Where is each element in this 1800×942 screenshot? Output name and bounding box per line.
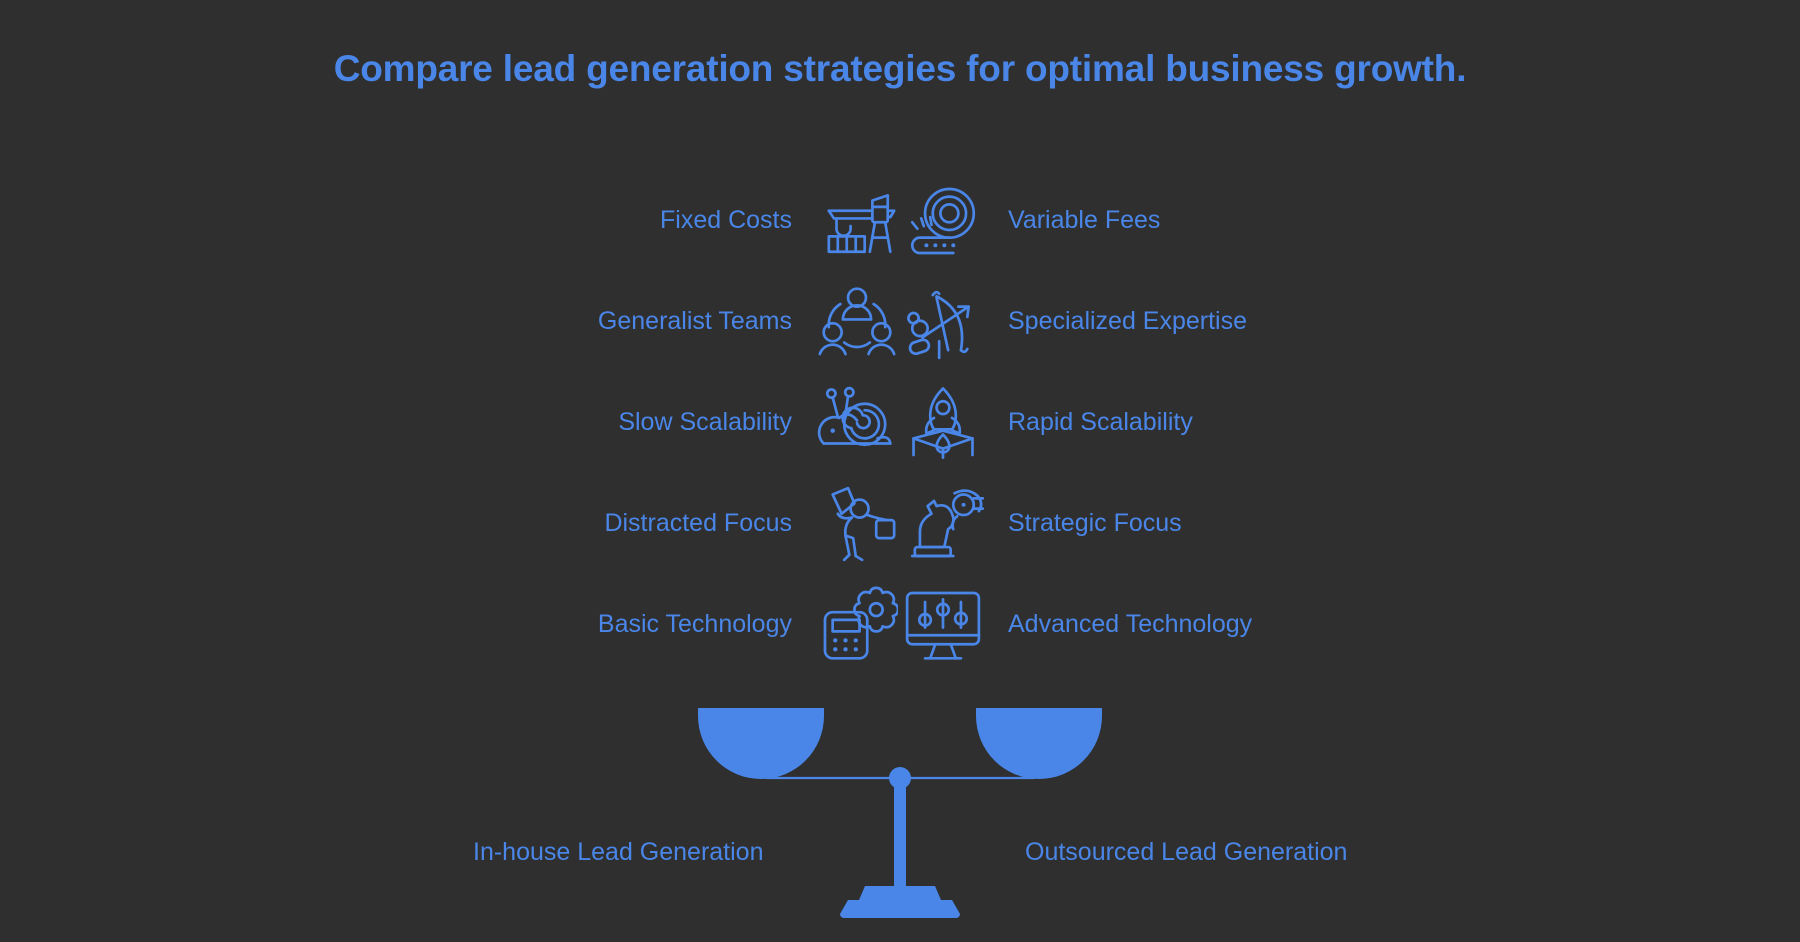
comparison-row: Slow Scalability [0, 372, 1800, 473]
measuring-tape-icon [900, 178, 986, 264]
comparison-rows: Fixed Costs [0, 170, 1800, 675]
comparison-row-left: Generalist Teams [400, 279, 900, 365]
comparison-row: Fixed Costs [0, 170, 1800, 271]
chess-knight-icon [900, 481, 986, 567]
comparison-right-label: Strategic Focus [1008, 509, 1182, 537]
snail-icon [814, 380, 900, 466]
comparison-row: Basic Technology [0, 574, 1800, 675]
crane-icon [814, 178, 900, 264]
comparison-left-label: Basic Technology [597, 610, 792, 638]
comparison-row-right: Strategic Focus [900, 481, 1400, 567]
page-title: Compare lead generation strategies for o… [333, 48, 1467, 89]
team-group-icon [814, 279, 900, 365]
comparison-row-left: Fixed Costs [400, 178, 900, 264]
comparison-row-right: Specialized Expertise [900, 279, 1400, 365]
comparison-row-left: Distracted Focus [400, 481, 900, 567]
rocket-launch-icon [900, 380, 986, 466]
juggling-person-icon [814, 481, 900, 567]
comparison-right-label: Rapid Scalability [1008, 408, 1193, 436]
comparison-left-label: Generalist Teams [597, 307, 792, 335]
comparison-row: Generalist Teams [0, 271, 1800, 372]
comparison-row-left: Slow Scalability [400, 380, 900, 466]
comparison-row: Distracted Focus [0, 473, 1800, 574]
comparison-right-label: Specialized Expertise [1008, 307, 1248, 335]
comparison-row-right: Advanced Technology [900, 582, 1400, 668]
comparison-left-label: Slow Scalability [618, 408, 792, 436]
balance-left-caption: In-house Lead Generation [473, 838, 764, 866]
bow-and-arrow-icon [900, 279, 986, 365]
calculator-gear-icon [814, 582, 900, 668]
comparison-left-label: Fixed Costs [660, 206, 792, 234]
balance-scale-icon [660, 690, 1140, 920]
comparison-row-right: Variable Fees [900, 178, 1400, 264]
balance-right-caption: Outsourced Lead Generation [1025, 838, 1348, 866]
comparison-right-label: Variable Fees [1008, 206, 1161, 234]
monitor-sliders-icon [900, 582, 986, 668]
comparison-row-left: Basic Technology [400, 582, 900, 668]
comparison-row-right: Rapid Scalability [900, 380, 1400, 466]
comparison-right-label: Advanced Technology [1008, 610, 1253, 638]
comparison-left-label: Distracted Focus [604, 509, 792, 537]
